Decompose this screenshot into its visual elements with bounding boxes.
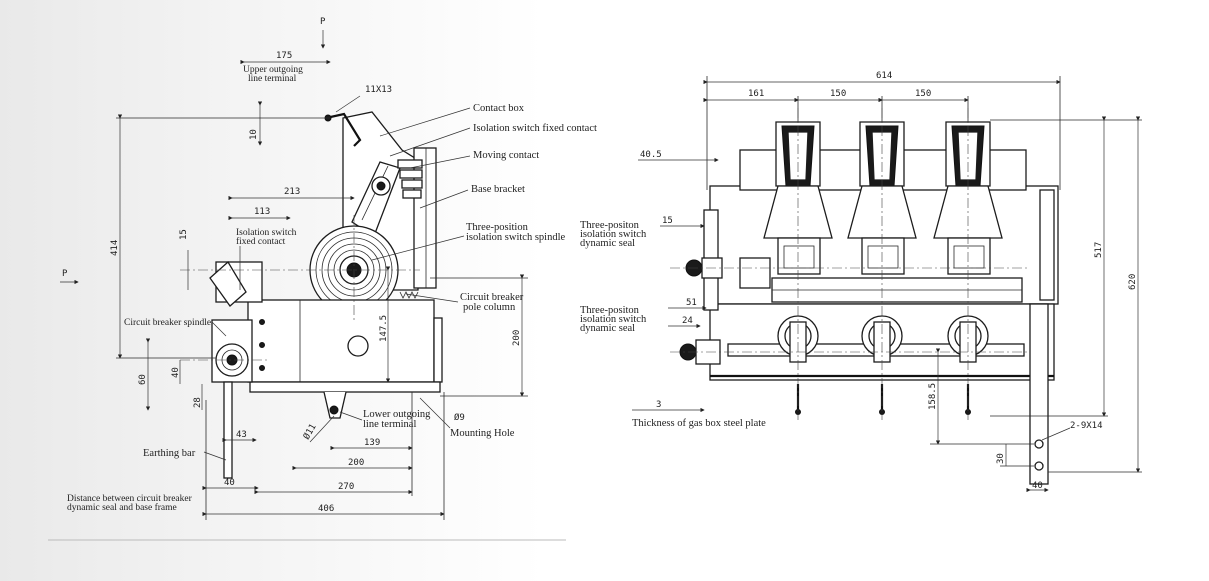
dim-15: 15: [179, 229, 189, 240]
label-distance-2: dynamic seal and base frame: [67, 502, 177, 513]
label-seal-2-line-1: Three-positon: [580, 305, 640, 316]
label-contact-box: Contact box: [473, 103, 525, 114]
label-upper-outgoing-2: line terminal: [248, 74, 297, 84]
label-earthing-bar: Earthing bar: [143, 448, 196, 459]
label-distance-1: Distance between circuit breaker: [67, 494, 193, 504]
dim-620: 620: [1128, 274, 1138, 290]
label-iso-switch-2: fixed contact: [236, 236, 286, 247]
dim-43: 43: [236, 430, 247, 440]
dim-158-5: 158.5: [928, 383, 938, 410]
dim-270: 270: [338, 482, 354, 492]
dim-414: 414: [110, 240, 120, 256]
label-upper-outgoing-1: Upper outgoing: [243, 65, 303, 75]
label-seal-1-line-1: Three-positon: [580, 220, 640, 231]
label-isolation-fixed-contact: Isolation switch fixed contact: [473, 123, 597, 134]
label-moving-contact: Moving contact: [473, 150, 539, 161]
right-earthing-bar: [1029, 303, 1049, 485]
dim-10: 10: [249, 129, 259, 140]
dim-40-horizontal: 40: [224, 478, 235, 488]
left-side-view: P P: [60, 17, 597, 520]
dim-15-right: 15: [662, 216, 673, 226]
dim-11x13: 11X13: [365, 85, 392, 95]
dim-406: 406: [318, 504, 334, 514]
dim-175: 175: [276, 51, 292, 61]
dim-60: 60: [138, 374, 148, 385]
base-bracket-shape: [413, 147, 437, 289]
label-iso-switch-1: Isolation switch: [236, 228, 297, 238]
label-base-bracket: Base bracket: [471, 184, 525, 195]
pole-column-body: [247, 299, 435, 383]
dim-213: 213: [284, 187, 300, 197]
dim-3: 3: [656, 400, 661, 410]
dim-614: 614: [876, 71, 892, 81]
dim-147-5: 147.5: [379, 315, 389, 342]
label-seal-2-line-2: isolation switch: [580, 314, 647, 325]
label-cb-spindle: Circuit breaker spindle: [124, 318, 211, 328]
p-left-label: P: [62, 269, 68, 279]
label-three-position-1: Three-position: [466, 222, 529, 233]
label-lower-outgoing-1: Lower outgoing: [363, 409, 431, 420]
dim-150-b: 150: [915, 89, 931, 99]
right-front-view: 614 161 150 150: [580, 71, 1142, 493]
dim-40-vertical: 40: [171, 367, 181, 378]
dim-30: 30: [996, 453, 1006, 464]
dim-d9: Ø9: [454, 412, 465, 423]
dim-24: 24: [682, 316, 693, 326]
dim-161: 161: [748, 89, 764, 99]
label-lower-outgoing-2: line terminal: [363, 419, 416, 430]
label-three-position-2: isolation switch spindle: [466, 232, 566, 243]
label-seal-1-line-2: isolation switch: [580, 229, 647, 240]
dim-2-9x14: 2-9X14: [1070, 421, 1103, 431]
dim-51: 51: [686, 298, 697, 308]
dim-200-horizontal: 200: [348, 458, 364, 468]
earthing-bar-shape: [223, 381, 233, 479]
dim-d11: Ø11: [301, 422, 319, 442]
dim-40-5: 40.5: [640, 150, 662, 160]
label-mounting-hole: Mounting Hole: [450, 428, 515, 439]
label-seal-1-line-3: dynamic seal: [580, 238, 635, 249]
pole-column-hole: [347, 335, 369, 357]
upper-terminal-shape: [325, 112, 362, 147]
p-top-label: P: [320, 17, 326, 27]
label-cb-pole-1: Circuit breaker: [460, 292, 524, 303]
dim-113: 113: [254, 207, 270, 217]
label-seal-2-line-3: dynamic seal: [580, 323, 635, 334]
dim-200-vertical: 200: [512, 330, 522, 346]
dim-517: 517: [1094, 242, 1104, 258]
dim-40-right: 40: [1032, 481, 1043, 491]
label-cb-pole-2: pole column: [463, 302, 516, 313]
dim-150-a: 150: [830, 89, 846, 99]
dim-28: 28: [193, 397, 203, 408]
lower-terminal-shape: [323, 391, 347, 419]
dim-139: 139: [364, 438, 380, 448]
label-gas-box-thickness: Thickness of gas box steel plate: [632, 418, 766, 429]
